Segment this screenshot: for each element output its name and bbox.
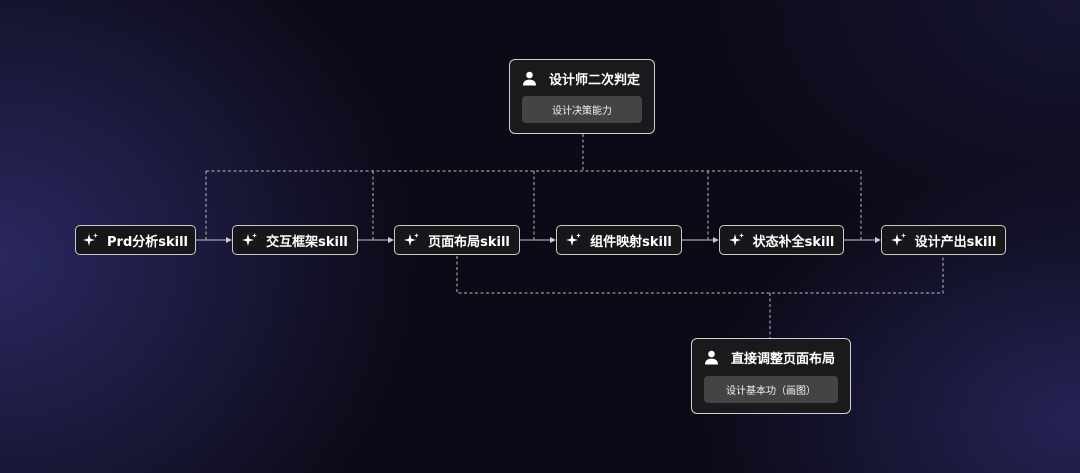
designer-review-card[interactable]: 设计师二次判定 设计决策能力: [509, 59, 655, 134]
skill-node-prd-analysis[interactable]: Prd分析skill: [75, 225, 196, 255]
card-header: 设计师二次判定: [522, 69, 642, 88]
skill-label: 页面布局skill: [428, 234, 510, 250]
sparkle-icon: [890, 232, 907, 248]
skill-node-interaction-framework[interactable]: 交互框架skill: [232, 225, 358, 255]
dashed-top-bus: [196, 134, 880, 241]
direct-layout-card[interactable]: 直接调整页面布局 设计基本功（画图）: [691, 338, 851, 414]
sparkle-icon: [404, 232, 420, 248]
capability-chip: 设计决策能力: [522, 96, 642, 123]
card-title: 直接调整页面布局: [731, 351, 836, 367]
sparkle-icon: [242, 232, 258, 248]
skill-label: 设计产出skill: [914, 234, 997, 250]
skill-node-component-mapping[interactable]: 组件映射skill: [556, 225, 682, 255]
skill-label: Prd分析skill: [107, 234, 188, 250]
skill-node-design-output[interactable]: 设计产出skill: [881, 225, 1006, 255]
skill-label: 状态补全skill: [752, 234, 835, 250]
person-icon: [522, 71, 537, 86]
skill-label: 交互框架skill: [266, 234, 348, 250]
sparkle-icon: [83, 232, 99, 248]
sparkle-icon: [566, 232, 582, 248]
skill-node-page-layout[interactable]: 页面布局skill: [394, 225, 520, 255]
skill-label: 组件映射skill: [590, 234, 672, 250]
card-header: 直接调整页面布局: [704, 348, 838, 367]
capability-chip: 设计基本功（画图）: [704, 376, 838, 403]
sparkle-icon: [728, 232, 745, 248]
skill-node-state-completion[interactable]: 状态补全skill: [719, 225, 844, 255]
person-icon: [704, 350, 719, 365]
card-title: 设计师二次判定: [549, 72, 641, 88]
dashed-bottom-bus: [456, 256, 944, 338]
